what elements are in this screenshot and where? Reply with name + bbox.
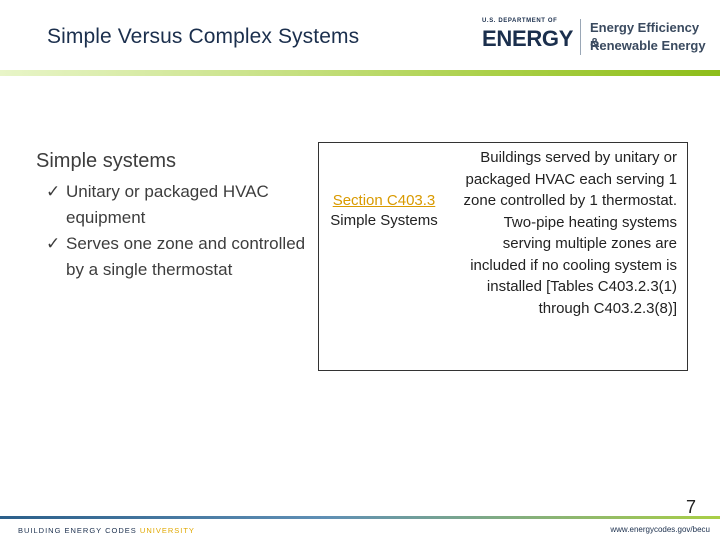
list-item-text: Unitary or packaged HVAC equipment (66, 182, 269, 227)
logo-divider (580, 19, 581, 55)
definition-term: Section C403.3 Simple Systems (319, 191, 449, 231)
logo-office-line2: Renewable Energy (590, 38, 706, 53)
logo-office-line1: Energy Efficiency & (590, 20, 700, 50)
footer-brand-accent: UNIVERSITY (139, 526, 195, 535)
checkmark-icon: ✓ (46, 182, 61, 201)
page-number: 7 (686, 497, 697, 517)
list-heading: Simple systems (36, 150, 177, 172)
simple-systems-list: Simple systems ✓ Unitary or packaged HVA… (36, 150, 306, 283)
slide-header: Simple Versus Complex Systems U.S. DEPAR… (0, 0, 720, 70)
footer-bar (0, 516, 720, 519)
footer-url[interactable]: www.energycodes.gov/becu (610, 525, 710, 534)
definition-term-text: Simple Systems (330, 212, 438, 229)
list-item-text: Serves one zone and controlled by a sing… (66, 234, 306, 279)
logo-energy-text: ENERGY (482, 26, 574, 51)
doe-eere-logo: U.S. DEPARTMENT OF ENERGY Energy Efficie… (482, 18, 712, 58)
definition-box: Section C403.3 Simple Systems Buildings … (318, 142, 688, 371)
list-item: ✓ Serves one zone and controlled by a si… (36, 231, 306, 283)
header-green-band (0, 70, 720, 76)
slide-title: Simple Versus Complex Systems (47, 25, 360, 48)
list-item: ✓ Unitary or packaged HVAC equipment (36, 179, 306, 231)
footer-brand-main: BUILDING ENERGY CODES (18, 526, 137, 535)
logo-dept-text: U.S. DEPARTMENT OF (482, 18, 558, 24)
definition-body: Buildings served by unitary or packaged … (463, 149, 677, 317)
section-link[interactable]: Section C403.3 (332, 192, 436, 209)
footer-brand: BUILDING ENERGY CODES UNIVERSITY (18, 526, 195, 535)
checkmark-icon: ✓ (46, 234, 61, 253)
